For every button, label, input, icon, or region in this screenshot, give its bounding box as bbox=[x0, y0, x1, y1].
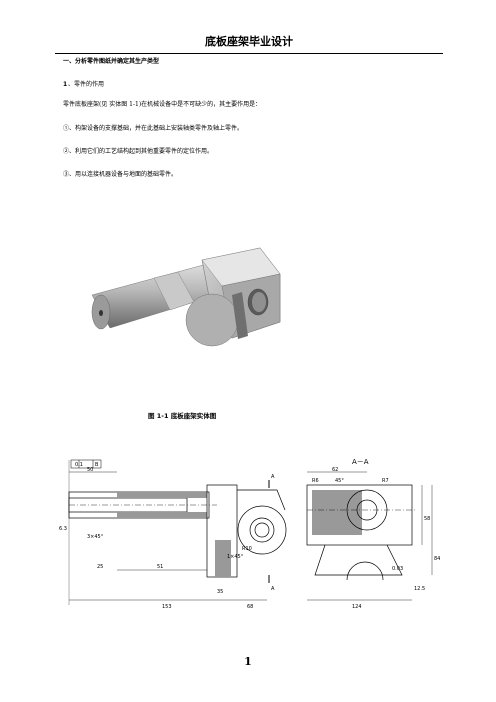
page-number: 1 bbox=[244, 655, 252, 668]
radius-r10: R10 bbox=[242, 546, 252, 552]
flatness-0-03: 0.03 bbox=[392, 566, 403, 572]
datum-b-label: B bbox=[95, 462, 99, 468]
roughness-12-5: 12.5 bbox=[414, 586, 425, 592]
section-mark-top: A bbox=[271, 474, 275, 480]
section-mark-bottom: A bbox=[271, 586, 275, 592]
engineering-drawing: 0.1 B 50 153 25 51 3×45° 1×45° R10 35 68… bbox=[59, 458, 440, 610]
chamfer-3x45: 3×45° bbox=[87, 534, 104, 540]
dim-62: 62 bbox=[332, 467, 338, 473]
angle-45: 45° bbox=[335, 478, 344, 484]
page-header: 底板座架毕业设计 bbox=[55, 36, 443, 54]
subsection-title: 、零件的作用 bbox=[68, 81, 105, 88]
part-3d-image bbox=[91, 247, 281, 347]
roughness-6-3: 6.3 bbox=[59, 526, 67, 532]
subsection-number: 1 bbox=[63, 81, 68, 88]
list-item-1: ①、构架设备的支撑基础，并在此基础上安装轴类零件及轴上零件。 bbox=[63, 125, 244, 132]
dim-58: 58 bbox=[424, 516, 430, 522]
paragraph-intro: 零件底板座架(见 实体图 1-1)在机械设备中是不可缺少的，其主要作用是： bbox=[63, 101, 262, 108]
radius-r6: R6 bbox=[312, 478, 319, 484]
dim-25: 25 bbox=[97, 564, 103, 570]
figure-caption: 图 1-1 底板座架实体图 bbox=[148, 412, 217, 420]
tolerance-value: 0.1 bbox=[75, 462, 83, 468]
dim-51: 51 bbox=[157, 564, 163, 570]
dim-35: 35 bbox=[217, 589, 223, 595]
dim-50: 50 bbox=[87, 467, 93, 473]
dim-153: 153 bbox=[162, 604, 172, 610]
radius-r7: R7 bbox=[382, 478, 389, 484]
section-heading: 一、分析零件图纸并确定其生产类型 bbox=[63, 58, 160, 65]
section-view-label: A－A bbox=[352, 458, 369, 466]
dim-124: 124 bbox=[352, 604, 362, 610]
chamfer-1x45: 1×45° bbox=[227, 554, 244, 560]
list-item-2: ②、利用它们的工艺结构起到其他重要零件的定位作用。 bbox=[63, 148, 214, 155]
list-item-3: ③、用以连接机器设备与地面的基础零件。 bbox=[63, 171, 178, 178]
dim-84: 84 bbox=[434, 556, 440, 562]
dim-68: 68 bbox=[247, 604, 253, 610]
